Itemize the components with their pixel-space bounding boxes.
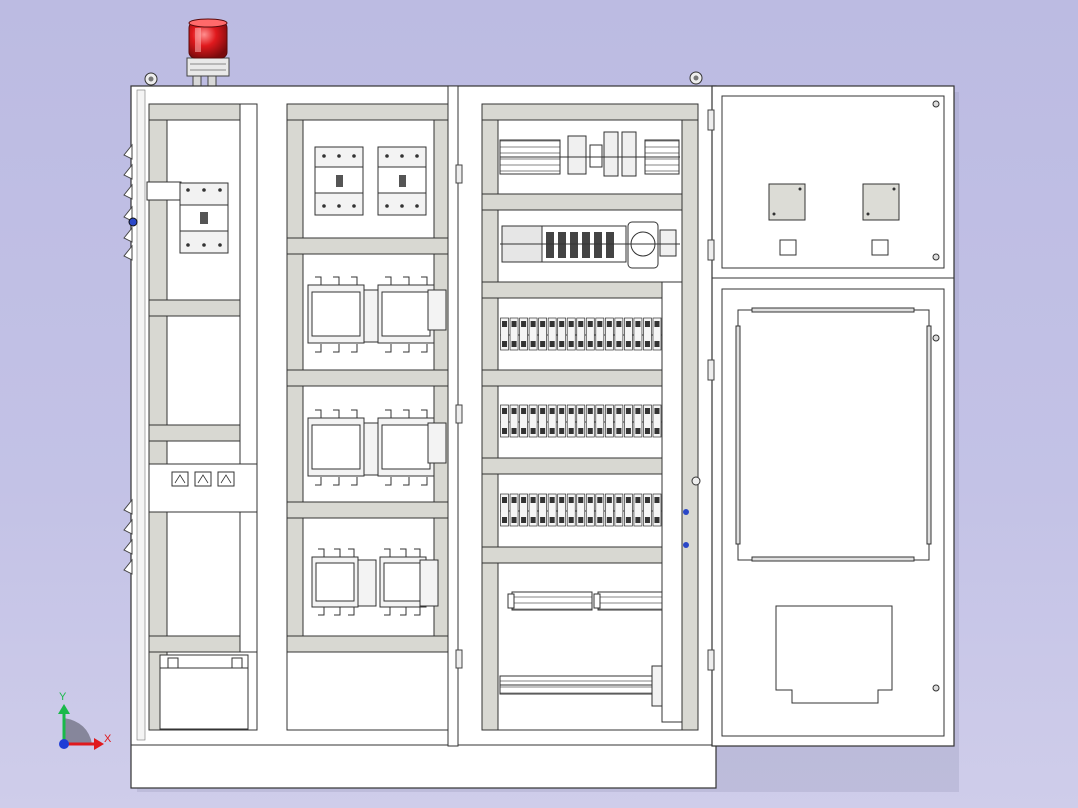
lifting-eye-right <box>689 71 703 85</box>
relay-module <box>624 317 633 351</box>
relay-module <box>652 493 662 527</box>
y-axis-label: Y <box>59 691 67 703</box>
relay-module <box>500 317 509 351</box>
relay-row-1 <box>500 317 662 351</box>
relay-module <box>595 404 605 438</box>
relay-module <box>585 493 595 527</box>
terminal-bay <box>481 103 701 731</box>
relay-row-3 <box>500 493 662 527</box>
z-axis-dot <box>59 739 69 749</box>
mccb-1 <box>314 146 364 216</box>
relay-module <box>547 317 557 351</box>
relay-module <box>614 404 624 438</box>
breaker-bay <box>286 103 450 731</box>
relay-module <box>643 317 652 351</box>
relay-module <box>614 317 624 351</box>
left-bay <box>146 103 258 731</box>
relay-module <box>519 493 528 527</box>
terminal-cover-plate <box>148 463 258 513</box>
door-lock-indicator <box>683 542 689 548</box>
busbar-row <box>507 591 665 611</box>
relay-module <box>566 404 576 438</box>
relay-module <box>576 493 586 527</box>
relay-module <box>614 493 624 527</box>
door-lock-indicator <box>683 509 689 515</box>
relay-module <box>557 404 567 438</box>
side-vents <box>123 143 133 575</box>
relay-module <box>557 317 567 351</box>
relay-module <box>633 317 643 351</box>
relay-module <box>624 493 633 527</box>
relay-module <box>633 404 643 438</box>
relay-module <box>595 493 605 527</box>
center-mullion <box>447 85 463 747</box>
indicator-lamp-1 <box>779 239 797 256</box>
relay-module <box>585 404 595 438</box>
relay-module <box>528 493 538 527</box>
control-door-upper <box>721 95 945 269</box>
relay-module <box>566 493 576 527</box>
contactor-row-3 <box>311 548 439 616</box>
relay-module <box>500 493 509 527</box>
indicator-lamp-2 <box>871 239 889 256</box>
right-cabinet <box>707 85 955 747</box>
mccb-2 <box>377 146 427 216</box>
relay-rows <box>500 317 662 527</box>
relay-module <box>538 404 547 438</box>
relay-module <box>633 493 643 527</box>
hmi-window <box>737 309 930 561</box>
axis-triad: Y X <box>58 691 112 750</box>
battery-box <box>159 654 249 730</box>
relay-module <box>519 404 528 438</box>
relay-module <box>643 493 652 527</box>
relay-module <box>604 493 614 527</box>
relay-row-2 <box>500 404 662 438</box>
relay-module <box>509 493 519 527</box>
relay-module <box>509 404 519 438</box>
relay-module <box>652 404 662 438</box>
relay-module <box>576 317 586 351</box>
control-door-lower <box>721 288 945 737</box>
plc-rack <box>500 221 680 269</box>
relay-module <box>528 317 538 351</box>
relay-module <box>500 404 509 438</box>
relay-module <box>528 404 538 438</box>
bottom-terminal-row <box>499 665 667 707</box>
document-pocket <box>775 605 893 704</box>
lifting-eye-left <box>144 72 158 86</box>
main-breaker <box>146 181 229 254</box>
relay-module <box>624 404 633 438</box>
x-axis-label: X <box>104 733 112 745</box>
relay-module <box>538 317 547 351</box>
relay-module <box>519 317 528 351</box>
contactor-row-2 <box>307 409 447 486</box>
relay-module <box>604 317 614 351</box>
relay-module <box>509 317 519 351</box>
contactor-row-1 <box>307 276 447 353</box>
relay-module <box>643 404 652 438</box>
relay-module <box>604 404 614 438</box>
relay-module <box>566 317 576 351</box>
relay-module <box>547 404 557 438</box>
relay-module <box>585 317 595 351</box>
relay-module <box>557 493 567 527</box>
relay-module <box>576 404 586 438</box>
relay-module <box>652 317 662 351</box>
top-terminal-strip <box>499 131 680 177</box>
relay-module <box>595 317 605 351</box>
relay-module <box>547 493 557 527</box>
door-lock-icon <box>128 217 138 227</box>
signal-beacon <box>186 18 230 87</box>
relay-module <box>538 493 547 527</box>
door-handle <box>691 476 701 486</box>
